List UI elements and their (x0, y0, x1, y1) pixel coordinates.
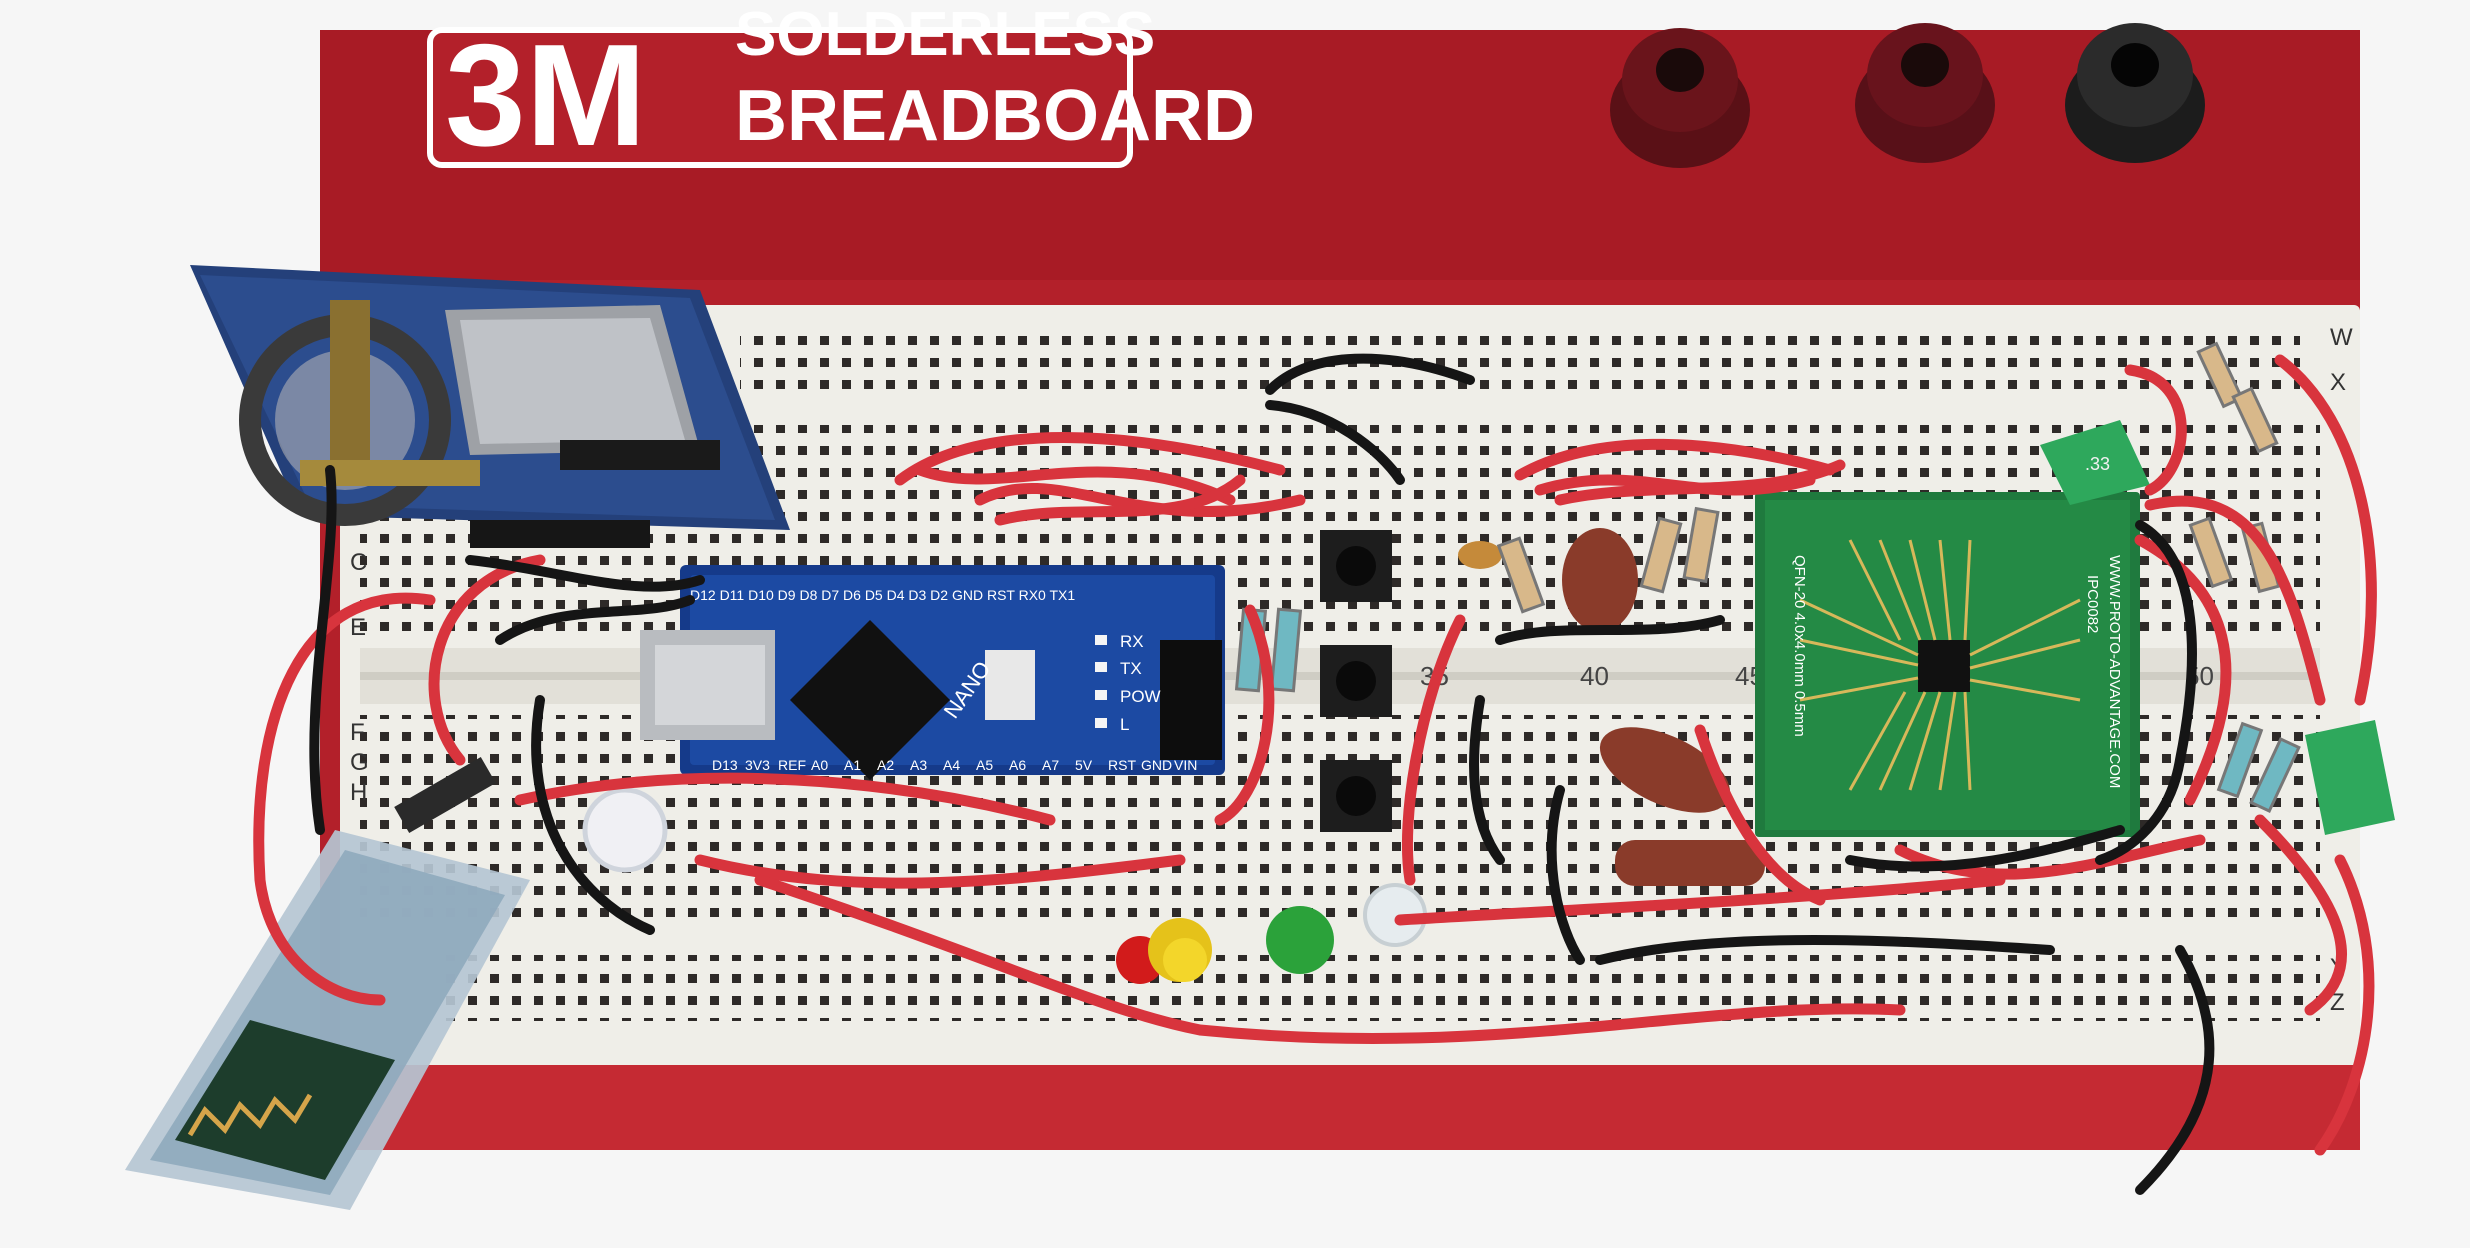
binding-post-red-2 (1855, 23, 1995, 163)
nano-bottom-pin-label: A0 (811, 757, 828, 773)
nano-top-pin-labels: D12 D11 D10 D9 D8 D7 D6 D5 D4 D3 D2 GND … (690, 587, 1075, 603)
nano-bottom-pin-label: A3 (910, 757, 927, 773)
rail-letter-x: X (2330, 369, 2346, 396)
nano-bottom-pin-label: A1 (844, 757, 861, 773)
black-jumper-wires (309, 353, 2215, 1195)
nano-bottom-pin-label: A7 (1042, 757, 1059, 773)
adapter-part: IPC0082 (2084, 575, 2101, 633)
logo-line1: SOLDERLESS (735, 0, 1155, 69)
nano-bottom-pin-label: 3V3 (745, 757, 770, 773)
logo-brand: 3M (445, 14, 646, 176)
nano-led-pow: POW (1120, 687, 1161, 706)
nano-bottom-pin-label: 5V (1075, 757, 1093, 773)
nano-led-labels: RX TX POW L (1095, 632, 1161, 734)
nano-bottom-pin-label: GND (1141, 757, 1172, 773)
binding-post-red (1610, 28, 1750, 168)
push-button-1 (1320, 530, 1392, 602)
row-letter-f: F (350, 719, 365, 746)
rtc-sd-module (190, 265, 790, 548)
adapter-package: QFN-20 4.0x4.0mm 0.5mm (1791, 555, 1808, 737)
nano-bottom-pin-label: REF (778, 757, 806, 773)
row-letter-g: G (350, 749, 369, 776)
push-button-3 (1320, 760, 1392, 832)
adapter-url: WWW.PROTO-ADVANTAGE.COM (2106, 555, 2123, 788)
green-capacitor-top: .33 (2040, 420, 2150, 505)
nano-bottom-pin-label: A6 (1009, 757, 1026, 773)
column-number-40: 40 (1580, 661, 1609, 691)
film-capacitors (1458, 528, 1765, 886)
push-buttons (1320, 530, 1392, 832)
logo-line2: BREADBOARD (735, 76, 1255, 156)
row-letter-e: E (350, 614, 366, 641)
nano-bottom-pin-label: A5 (976, 757, 993, 773)
binding-posts (1610, 23, 2205, 168)
nano-bottom-pin-label: A2 (877, 757, 894, 773)
capacitor-marking-top: .33 (2085, 454, 2110, 474)
rail-letter-w: W (2330, 324, 2353, 351)
qfn-adapter-board: WWW.PROTO-ADVANTAGE.COM IPC0082 QFN-20 4… (1755, 492, 2140, 837)
red-jumper-wires (253, 354, 2377, 1156)
rail-letter-z: Z (2330, 989, 2345, 1016)
nano-led-l: L (1120, 715, 1129, 734)
nano-led-tx: TX (1120, 659, 1142, 678)
green-capacitor-right (2305, 720, 2395, 835)
nano-led-rx: RX (1120, 632, 1144, 651)
brand-logo: 3M SOLDERLESS BREADBOARD (427, 0, 1255, 176)
binding-post-black (2065, 23, 2205, 163)
nano-bottom-pin-label: D13 (712, 757, 738, 773)
leds (582, 787, 1427, 984)
arduino-nano: D12 D11 D10 D9 D8 D7 D6 D5 D4 D3 D2 GND … (640, 565, 1225, 780)
row-letter-h: H (350, 779, 367, 806)
bluetooth-module (125, 757, 530, 1210)
nano-bottom-pin-label: A4 (943, 757, 960, 773)
row-letter-c: C (350, 549, 367, 576)
nano-bottom-pin-label: RST (1108, 757, 1136, 773)
push-button-2 (1320, 645, 1392, 717)
nano-bottom-pin-label: VIN (1174, 757, 1197, 773)
